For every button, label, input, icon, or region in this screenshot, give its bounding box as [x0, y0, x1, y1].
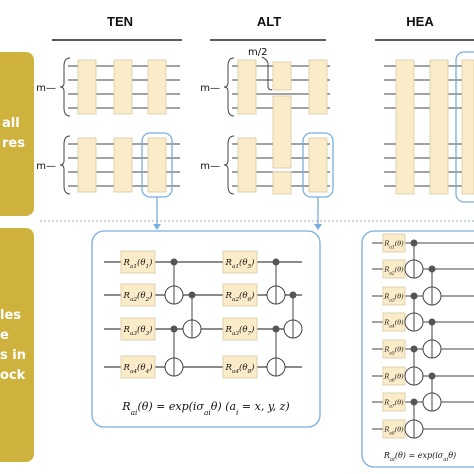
layer-block — [237, 137, 257, 193]
zoom-arrowhead — [153, 224, 161, 230]
control-dot — [410, 345, 418, 353]
rotation-gate — [382, 233, 406, 253]
rotation-gate-label: Ra4(θ8) — [225, 362, 255, 375]
rotation-gate — [222, 250, 258, 274]
layer-block — [272, 95, 292, 169]
brace — [59, 135, 71, 195]
rotation-gate — [120, 355, 156, 379]
header-alt: ALT — [256, 14, 282, 29]
rotation-gate-label: Ra8(θ) — [383, 425, 404, 436]
layer-block — [308, 137, 328, 193]
rotation-gate — [120, 283, 156, 307]
layer-block — [147, 59, 167, 115]
layer-block — [77, 137, 97, 193]
brace — [59, 57, 71, 117]
header-hea: HEA — [406, 14, 434, 29]
control-dot — [428, 265, 436, 273]
control-dot — [428, 318, 436, 326]
layer-block — [272, 61, 292, 91]
control-dot — [170, 325, 178, 333]
rotation-gate-label: Ra3(θ) — [383, 292, 404, 303]
rotation-gate-label: Ra7(θ) — [383, 398, 404, 409]
rotation-gate-label: Ra2(θ) — [383, 265, 404, 276]
control-dot — [410, 398, 418, 406]
control-dot — [272, 258, 280, 266]
layer-block — [272, 171, 292, 195]
rotation-gate-label: Ra4(θ4) — [123, 362, 153, 375]
hea-highlight-box — [455, 51, 474, 203]
control-dot — [272, 325, 280, 333]
control-dot — [410, 239, 418, 247]
qubit-count-label: m— — [200, 161, 220, 172]
rotation-gate-label: Ra1(θ5) — [225, 257, 255, 270]
qubit-count-label: m— — [200, 83, 220, 94]
rotation-gate-label: Ra1(θ1) — [123, 257, 153, 270]
qubit-count-label: m— — [36, 83, 56, 94]
rotation-gate-label: Ra2(θ6) — [225, 290, 255, 303]
side-label-bottom: les e s in ock — [0, 308, 26, 383]
rotation-gate-label: Ra3(θ3) — [123, 324, 153, 337]
header-ten: TEN — [107, 14, 133, 29]
rotation-gate — [222, 283, 258, 307]
brace — [223, 57, 235, 117]
rotation-gate-label: Ra3(θ7) — [225, 324, 255, 337]
rotation-gate — [120, 250, 156, 274]
layer-block — [113, 137, 133, 193]
rotation-gate-label: Ra1(θ) — [383, 239, 404, 250]
control-dot — [170, 258, 178, 266]
control-dot — [428, 372, 436, 380]
side-panel-bottom: les e s in ock — [0, 228, 34, 462]
rotation-gate-label: Ra6(θ) — [383, 372, 404, 383]
layer-block — [461, 59, 474, 195]
rotation-gate-label: Ra5(θ) — [383, 345, 404, 356]
side-panel-top: all res — [0, 52, 34, 216]
half-brace — [261, 56, 273, 91]
rotation-gate — [382, 339, 406, 359]
half-qubit-label: m/2 — [248, 47, 267, 58]
layer-block — [308, 59, 328, 115]
rotation-gate — [382, 392, 406, 412]
control-dot — [289, 291, 297, 299]
rotation-gate — [120, 317, 156, 341]
hea-rotation-formula: Rai(θ) = exp(iσaiθ) — [383, 451, 456, 463]
control-dot — [188, 291, 196, 299]
rotation-gate-label: Ra2(θ2) — [123, 290, 153, 303]
layer-block — [113, 59, 133, 115]
control-dot — [410, 292, 418, 300]
brace — [223, 135, 235, 195]
rotation-gate — [382, 286, 406, 306]
side-label-top: all res — [2, 116, 25, 151]
layer-block — [429, 59, 449, 195]
rotation-gate-label: Ra4(θ) — [383, 318, 404, 329]
rotation-formula: Rai(θ) = exp(iσaiθ) (ai = x, y, z) — [121, 400, 289, 417]
rotation-gate — [222, 317, 258, 341]
layer-block — [77, 59, 97, 115]
layer-block — [395, 59, 415, 195]
qubit-count-label: m— — [36, 161, 56, 172]
zoom-arrowhead — [314, 224, 322, 230]
layer-block — [237, 59, 257, 115]
layer-block — [147, 137, 167, 193]
rotation-gate — [222, 355, 258, 379]
